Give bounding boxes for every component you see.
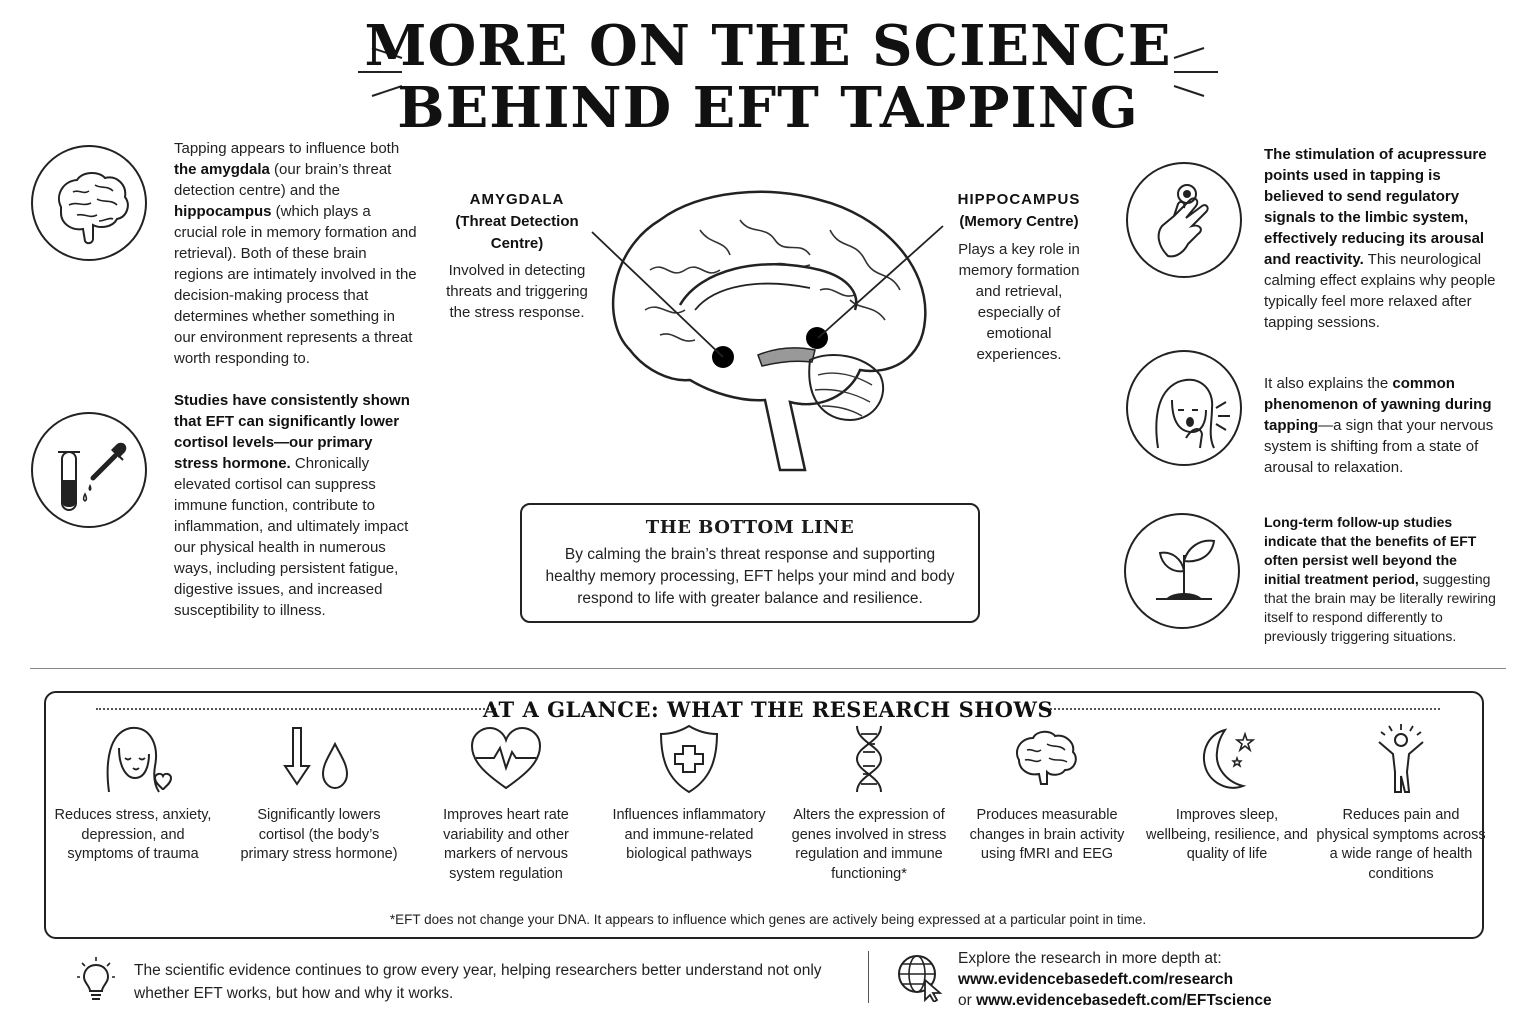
moon-stars-icon xyxy=(1203,728,1256,789)
page-title-line1: MORE ON THE SCIENCE xyxy=(364,13,1172,79)
glance-item-stress: Reduces stress, anxiety, depression, and… xyxy=(48,722,218,865)
glance-item-cortisol: Significantly lowers cortisol (the body’… xyxy=(234,722,404,865)
hippocampus-label: HIPPOCAMPUS (Memory Centre) xyxy=(957,191,1081,230)
section-divider xyxy=(30,668,1506,669)
glance-item-brain-activity: Produces measurable changes in brain act… xyxy=(962,722,1132,865)
shield-cross-icon xyxy=(659,724,719,794)
glance-item-brain-activity-text: Produces measurable changes in brain act… xyxy=(969,807,1125,862)
glance-item-stress-text: Reduces stress, anxiety, depression, and… xyxy=(54,807,212,862)
page-title-line2: BEHIND EFT TAPPING xyxy=(397,75,1139,141)
glance-item-sleep: Improves sleep, wellbeing, resilience, a… xyxy=(1142,722,1312,865)
dna-icon xyxy=(855,725,883,793)
test-tube-dropper-icon xyxy=(31,412,147,528)
glance-item-hrv: Improves heart rate variability and othe… xyxy=(421,722,591,884)
bottom-line-title: THE BOTTOM LINE xyxy=(645,517,855,538)
amygdala-pointer-line xyxy=(591,231,724,358)
eftscience-link[interactable]: www.evidencebasedeft.com/EFTscience xyxy=(976,992,1272,1009)
yawning-paragraph: It also explains the common phenomenon o… xyxy=(1264,375,1494,476)
footer-divider xyxy=(868,951,869,1003)
footer-evidence-text: The scientific evidence continues to gro… xyxy=(134,962,822,1002)
acupressure-paragraph: The stimulation of acupressure points us… xyxy=(1264,146,1496,331)
glance-dotted-line-right xyxy=(1042,708,1440,710)
footer-explore-text: Explore the research in more depth at: xyxy=(958,950,1222,967)
arrow-down-drop-icon xyxy=(283,727,349,790)
globe-cursor-icon xyxy=(898,955,943,1002)
dna-footnote: *EFT does not change your DNA. It appear… xyxy=(389,912,1147,927)
hippocampus-description: Plays a key role in memory formation and… xyxy=(958,241,1080,363)
brain-circle-icon xyxy=(31,145,147,261)
title-deco-right xyxy=(1173,47,1218,97)
glance-dotted-line-left xyxy=(96,708,496,710)
glance-item-hrv-text: Improves heart rate variability and othe… xyxy=(443,807,569,882)
amygdala-description: Involved in detecting threats and trigge… xyxy=(446,262,588,321)
amygdala-label: AMYGDALA (Threat Detection Centre) xyxy=(455,191,579,252)
brain-diagram xyxy=(611,190,927,472)
glance-item-pain-text: Reduces pain and physical symptoms acros… xyxy=(1316,807,1486,882)
hand-tapping-circle-icon xyxy=(1126,162,1242,278)
cortisol-paragraph: Studies have consistently shown that EFT… xyxy=(174,392,410,619)
glance-item-inflammation-text: Influences inflammatory and immune-relat… xyxy=(612,807,766,862)
heart-pulse-icon xyxy=(470,726,542,790)
research-link[interactable]: www.evidencebasedeft.com/research xyxy=(958,971,1234,988)
glance-item-pain: Reduces pain and physical symptoms acros… xyxy=(1316,722,1486,884)
lightbulb-icon xyxy=(77,957,115,1000)
brain-icon xyxy=(1015,730,1077,785)
calm-face-heart-icon xyxy=(106,726,173,793)
long-term-paragraph: Long-term follow-up studies indicate tha… xyxy=(1264,514,1496,644)
glance-item-inflammation: Influences inflammatory and immune-relat… xyxy=(604,722,774,865)
bottom-line-box: THE BOTTOM LINE By calming the brain’s t… xyxy=(520,503,980,623)
sprouting-plant-circle-icon xyxy=(1124,513,1240,629)
glance-item-cortisol-text: Significantly lowers cortisol (the body’… xyxy=(240,807,398,862)
footer-research-links: Explore the research in more depth at: w… xyxy=(958,948,1478,1011)
amygdala-hippocampus-paragraph: Tapping appears to influence both the am… xyxy=(174,140,417,367)
person-arms-up-icon xyxy=(1378,724,1424,793)
title-deco-left xyxy=(358,47,403,97)
at-a-glance-box xyxy=(44,691,1484,939)
bottom-line-text: By calming the brain’s threat response a… xyxy=(545,546,955,607)
hippocampus-pointer-line xyxy=(817,225,944,339)
glance-title: AT A GLANCE: WHAT THE RESEARCH SHOWS xyxy=(482,697,1054,722)
glance-item-genes-text: Alters the expression of genes involved … xyxy=(791,807,947,882)
yawning-person-circle-icon xyxy=(1126,350,1242,466)
glance-item-genes: Alters the expression of genes involved … xyxy=(784,722,954,884)
glance-item-sleep-text: Improves sleep, wellbeing, resilience, a… xyxy=(1145,807,1308,862)
